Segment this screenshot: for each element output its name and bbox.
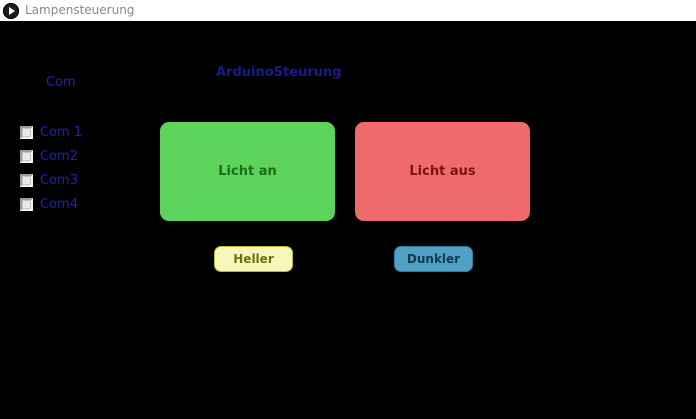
content-area: ArduinoSteurung Com Com 1 Com2 Com3 Com4… — [0, 21, 696, 419]
checkbox-com1[interactable] — [20, 125, 33, 139]
com-option-com1[interactable]: Com 1 — [20, 122, 82, 142]
page-title: ArduinoSteurung — [216, 65, 342, 80]
com-option-label: Com4 — [40, 196, 78, 212]
com-group-label: Com — [46, 75, 76, 90]
title-bar: Lampensteuerung — [0, 0, 696, 21]
brighter-button[interactable]: Heller — [214, 246, 293, 272]
com-option-com2[interactable]: Com2 — [20, 146, 78, 166]
com-option-label: Com 1 — [40, 124, 83, 140]
com-option-label: Com2 — [40, 148, 78, 164]
checkbox-com4[interactable] — [20, 197, 33, 211]
window-title: Lampensteuerung — [25, 3, 135, 17]
light-off-button[interactable]: Licht aus — [355, 122, 530, 221]
com-option-com4[interactable]: Com4 — [20, 194, 78, 214]
play-circle-icon — [3, 2, 19, 19]
light-on-button[interactable]: Licht an — [160, 122, 335, 221]
checkbox-com2[interactable] — [20, 149, 33, 163]
darker-button[interactable]: Dunkler — [394, 246, 473, 272]
com-option-com3[interactable]: Com3 — [20, 170, 78, 190]
com-option-label: Com3 — [40, 172, 78, 188]
checkbox-com3[interactable] — [20, 173, 33, 187]
